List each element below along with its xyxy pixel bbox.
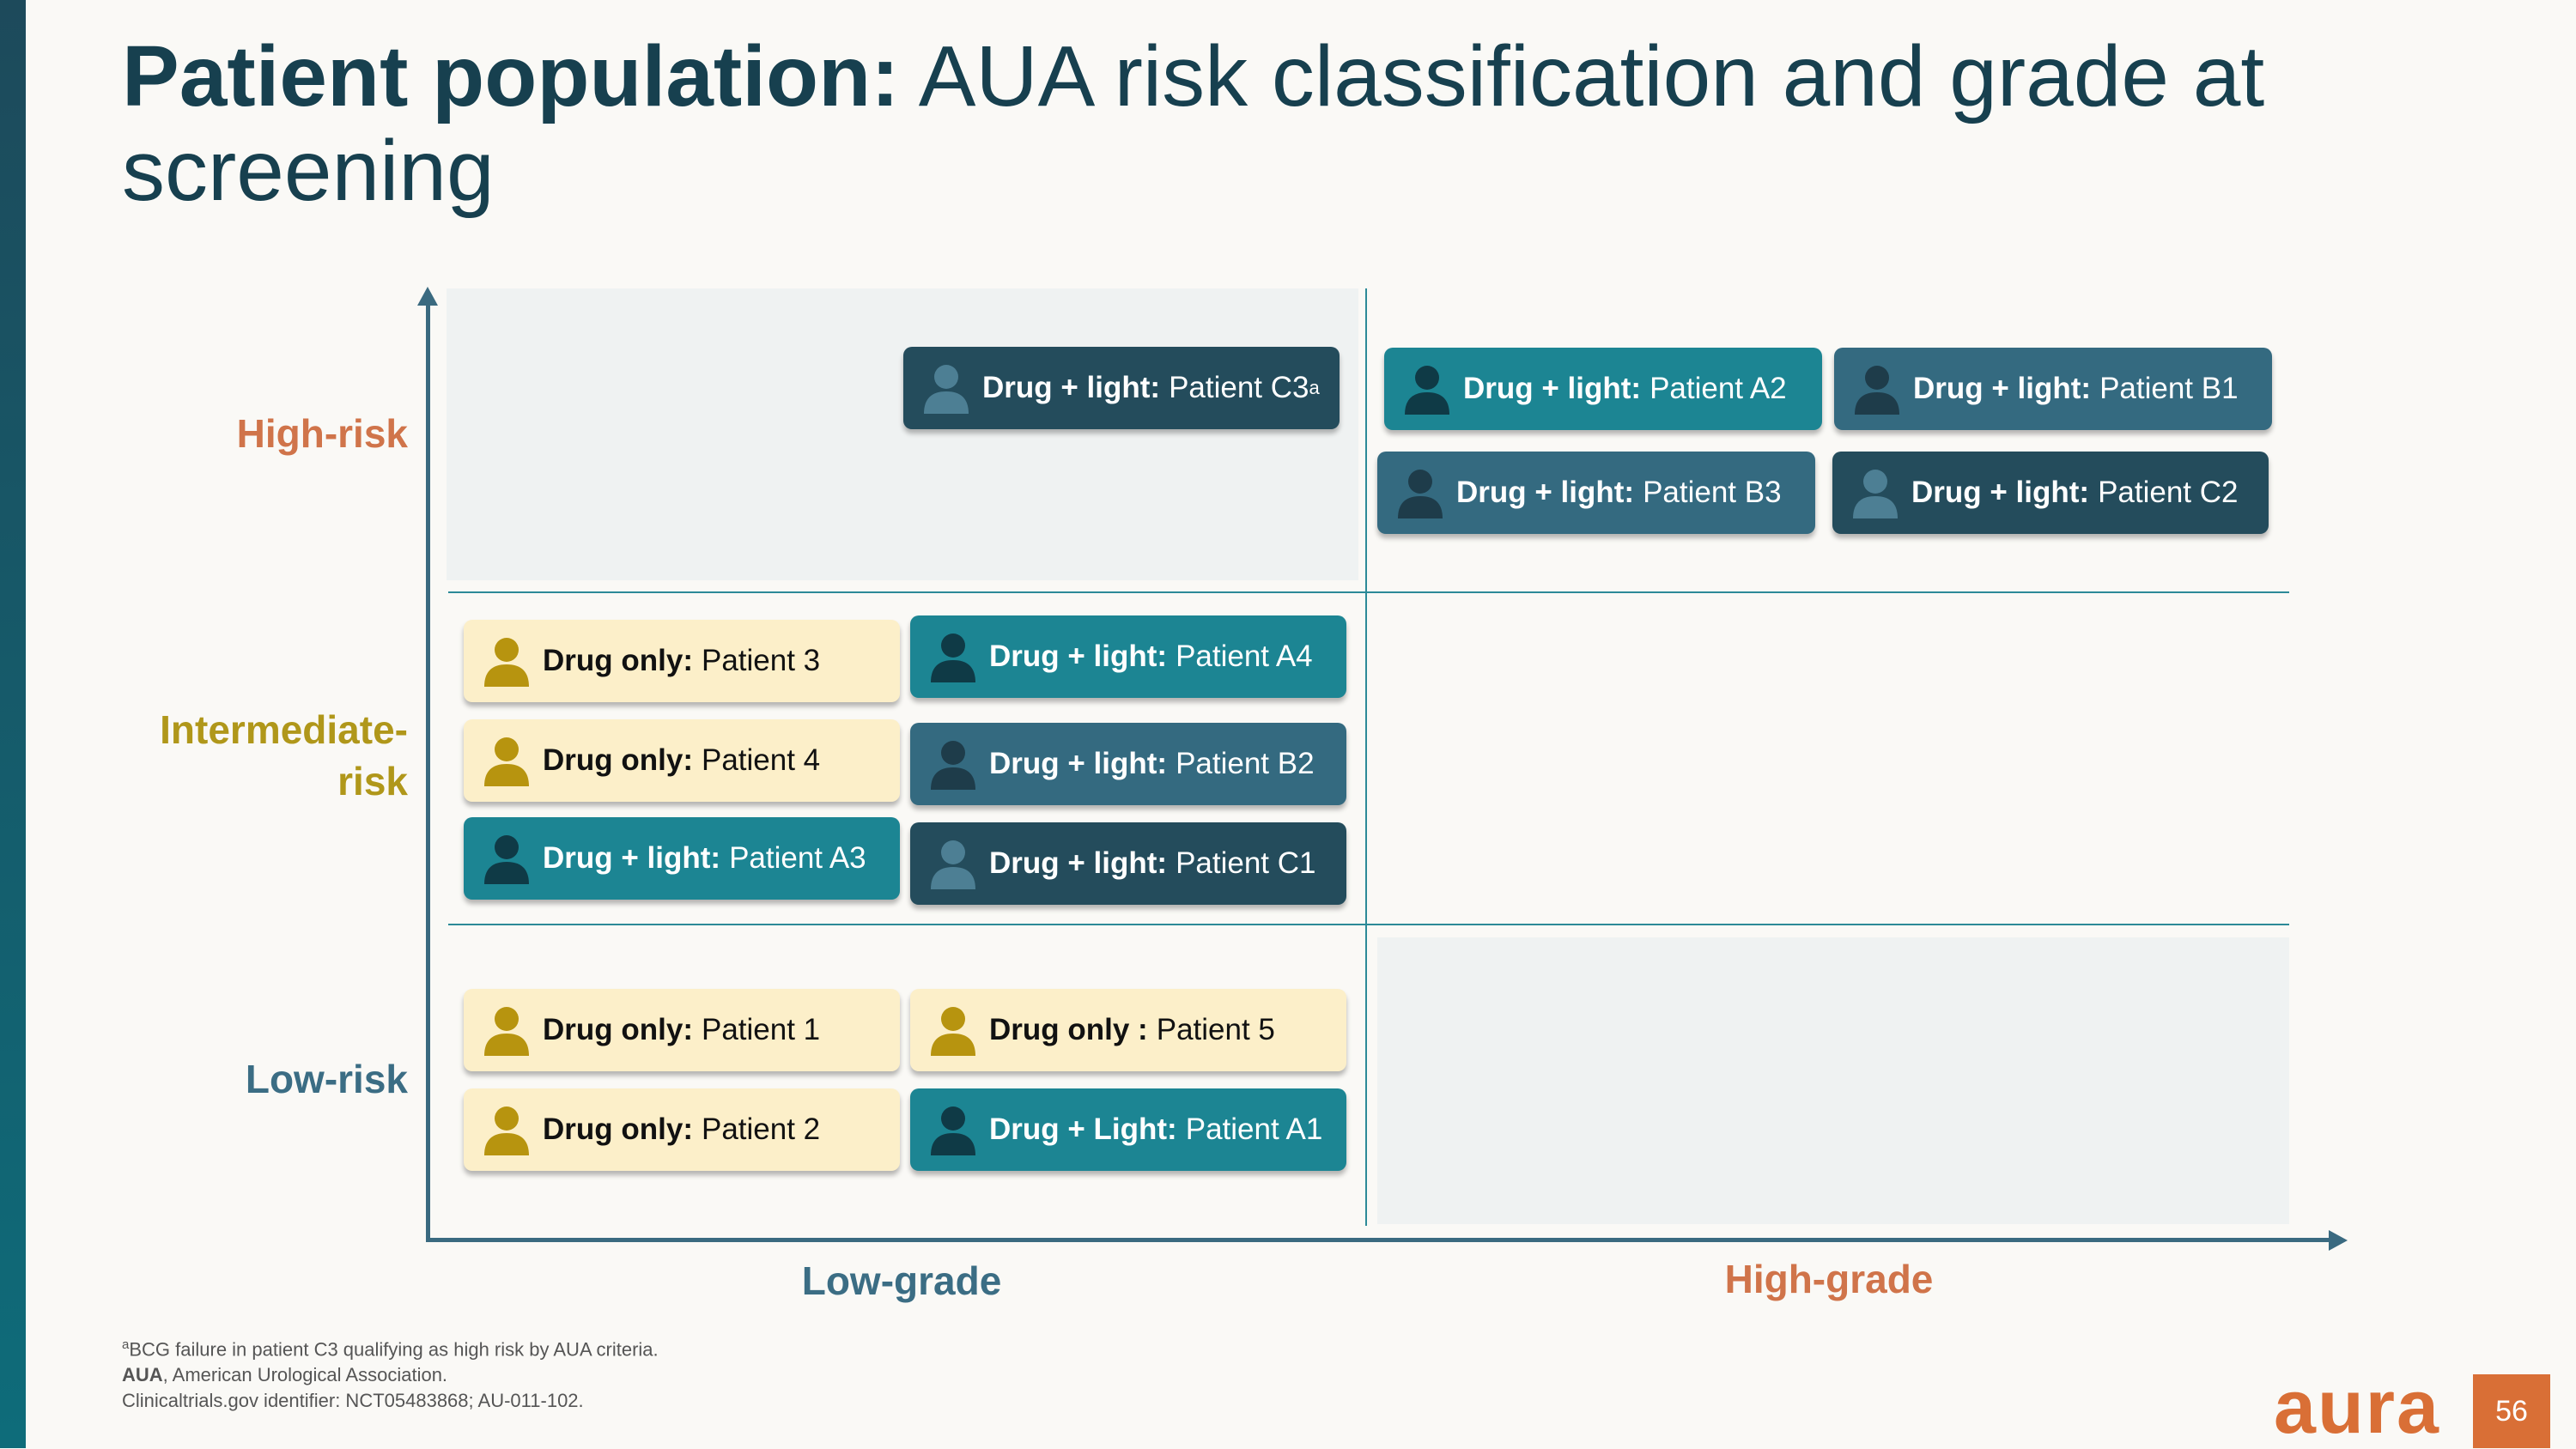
x-axis-arrow	[2329, 1230, 2348, 1251]
row-label-low-risk: Low-risk	[245, 1057, 408, 1101]
divider-intermediate-low	[448, 924, 2289, 925]
y-axis	[426, 300, 430, 1242]
patient-chip-a3: Drug + light:Patient A3	[464, 817, 900, 900]
patient-chip-b1: Drug + light:Patient B1	[1834, 348, 2272, 430]
footnote-abbreviation: AUA, American Urological Association.	[122, 1364, 448, 1386]
person-icon	[483, 1104, 531, 1155]
person-icon	[929, 738, 977, 790]
aura-logo: aura	[2274, 1364, 2440, 1449]
person-icon	[483, 735, 531, 786]
row-label-intermediate-risk: Intermediate- risk	[160, 707, 408, 803]
footnotes: aBCG failure in patient C3 qualifying as…	[122, 1332, 659, 1414]
patient-chip-1: Drug only:Patient 1	[464, 989, 900, 1071]
patient-chip-a4: Drug + light:Patient A4	[910, 615, 1346, 698]
patient-chip-a2: Drug + light:Patient A2	[1384, 348, 1822, 430]
person-icon	[1851, 467, 1899, 518]
person-icon	[929, 1104, 977, 1155]
divider-high-intermediate	[448, 591, 2289, 593]
person-icon	[1403, 363, 1451, 415]
person-icon	[483, 1004, 531, 1056]
side-accent-bar	[0, 0, 26, 1448]
row-label-high-risk: High-risk	[236, 411, 408, 456]
patient-chip-2: Drug only:Patient 2	[464, 1088, 900, 1171]
divider-grade	[1365, 288, 1367, 1226]
page-number: 56	[2473, 1374, 2550, 1448]
y-axis-arrow	[417, 287, 438, 306]
patient-chip-3: Drug only:Patient 3	[464, 620, 900, 702]
person-icon	[1396, 467, 1444, 518]
patient-chip-c1: Drug + light:Patient C1	[910, 822, 1346, 905]
slide-title: Patient population: AUA risk classificat…	[122, 28, 2265, 219]
patient-chip-4: Drug only:Patient 4	[464, 719, 900, 802]
person-icon	[1853, 363, 1901, 415]
person-icon	[922, 362, 970, 414]
person-icon	[483, 833, 531, 884]
person-icon	[483, 635, 531, 687]
x-axis	[426, 1238, 2339, 1242]
patient-chip-b2: Drug + light:Patient B2	[910, 723, 1346, 805]
patient-chip-c2: Drug + light:Patient C2	[1832, 452, 2269, 534]
patient-chip-b3: Drug + light:Patient B3	[1377, 452, 1815, 534]
person-icon	[929, 1004, 977, 1056]
shade-low-high	[1377, 937, 2289, 1224]
patient-chip-5: Drug only :Patient 5	[910, 989, 1346, 1071]
col-label-high-grade: High-grade	[1724, 1257, 1934, 1301]
person-icon	[929, 631, 977, 682]
footnote-a: aBCG failure in patient C3 qualifying as…	[122, 1337, 659, 1361]
shade-high-low	[447, 288, 1358, 580]
person-icon	[929, 838, 977, 889]
footnote-trial-id: Clinicaltrials.gov identifier: NCT054838…	[122, 1390, 584, 1412]
col-label-low-grade: Low-grade	[801, 1258, 1002, 1303]
patient-chip-a1: Drug + Light:Patient A1	[910, 1088, 1346, 1171]
